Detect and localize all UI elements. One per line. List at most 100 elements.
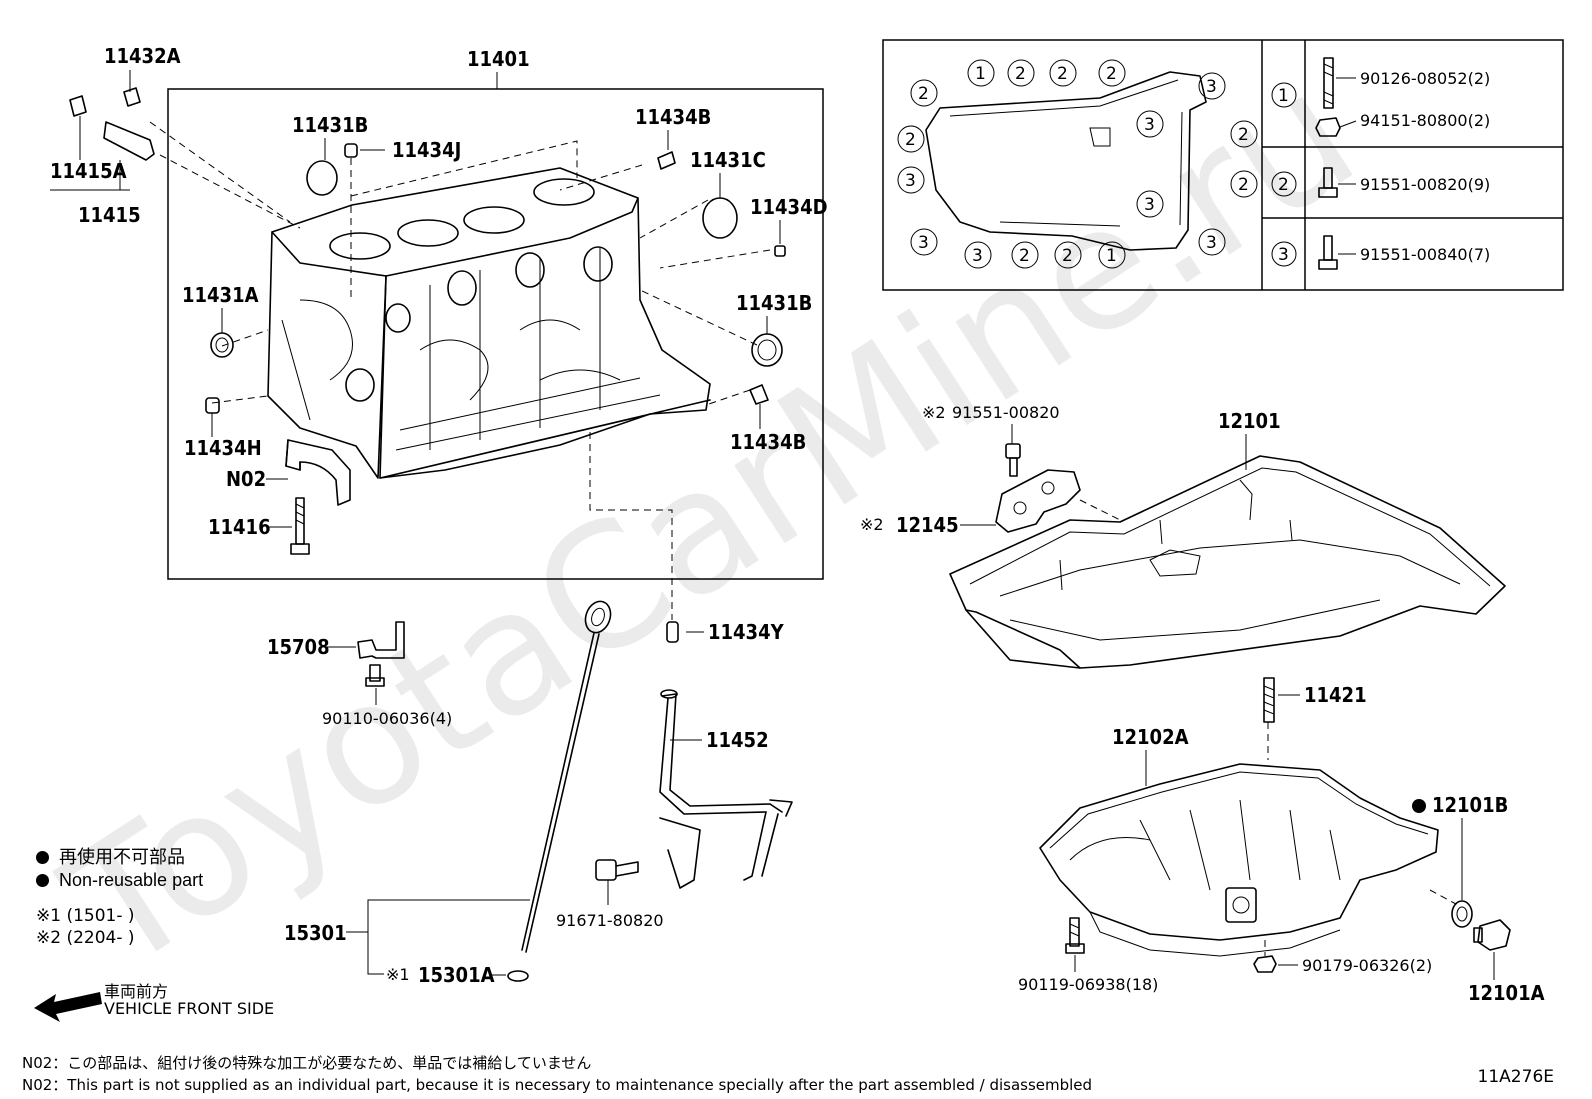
- direction-en: VEHICLE FRONT SIDE: [104, 999, 275, 1018]
- callout-12101A[interactable]: 12101A: [1468, 981, 1545, 1005]
- bolt-icon-3: [1318, 235, 1338, 270]
- bolt-91551-12145[interactable]: [1005, 443, 1021, 477]
- footnote-jp: N02：この部品は、組付け後の特殊な加工が必要なため、単品では補給していません: [22, 1054, 592, 1072]
- plug-11431C[interactable]: [702, 197, 738, 239]
- svg-text:3: 3: [972, 246, 983, 266]
- callout-11434H[interactable]: 11434H: [184, 436, 262, 460]
- svg-text:2: 2: [918, 84, 929, 104]
- direction-jp: 車両前方: [104, 982, 169, 1001]
- plug-11431B-right[interactable]: [751, 333, 783, 367]
- bearing-cap[interactable]: [285, 439, 351, 506]
- front-arrow-icon: [34, 992, 102, 1022]
- callout-12101[interactable]: 12101: [1218, 409, 1281, 433]
- legend-jp: 再使用不可部品: [36, 843, 185, 869]
- svg-text:3: 3: [1206, 77, 1217, 97]
- plug-11431B-top[interactable]: [306, 160, 338, 196]
- footnote-en: N02：This part is not supplied as an indi…: [22, 1076, 1093, 1094]
- callout-11415A[interactable]: 11415A: [50, 159, 127, 183]
- non-reusable-dot: [36, 851, 49, 864]
- oil-pan-lower[interactable]: [1039, 763, 1439, 957]
- pin-11434H[interactable]: [205, 397, 220, 414]
- callout-11434B-top[interactable]: 11434B: [635, 105, 711, 129]
- oil-pan-upper[interactable]: [949, 455, 1506, 669]
- callout-90119-06938[interactable]: 90119-06938(18): [1018, 975, 1158, 994]
- table-part-1a[interactable]: 90126-08052(2): [1360, 69, 1490, 88]
- callout-11434D[interactable]: 11434D: [750, 195, 828, 219]
- svg-text:3: 3: [905, 171, 916, 191]
- pin-11434B-bottom[interactable]: [749, 384, 769, 405]
- marker-note1: ※1: [386, 965, 410, 984]
- callout-12145[interactable]: 12145: [896, 513, 959, 537]
- callout-11434J[interactable]: 11434J: [392, 138, 461, 162]
- dipstick-guide[interactable]: [659, 689, 793, 889]
- callout-91551-00820[interactable]: 91551-00820: [952, 403, 1060, 422]
- table-part-1b[interactable]: 94151-80800(2): [1360, 111, 1490, 130]
- svg-text:1: 1: [1106, 246, 1117, 266]
- callout-90179-06326[interactable]: 90179-06326(2): [1302, 956, 1432, 975]
- pin-11434D[interactable]: [774, 245, 786, 257]
- dipstick[interactable]: [507, 598, 615, 982]
- pin-11434J[interactable]: [344, 143, 358, 158]
- callout-11431C[interactable]: 11431C: [690, 148, 766, 172]
- diagram-code: 11A276E: [1477, 1067, 1554, 1087]
- table-part-2[interactable]: 91551-00820(9): [1360, 175, 1490, 194]
- legend-note1: ※1 (1501- ): [36, 906, 135, 926]
- callout-12101B[interactable]: 12101B: [1432, 793, 1508, 817]
- marker-note2-bracket: ※2: [860, 515, 884, 534]
- svg-text:2: 2: [1106, 64, 1117, 84]
- cylinder-block[interactable]: [267, 167, 711, 479]
- callout-N02[interactable]: N02: [226, 467, 266, 491]
- non-reusable-dot-12101B: [1412, 799, 1426, 813]
- callout-11434B-bottom[interactable]: 11434B: [730, 430, 806, 454]
- svg-text:2: 2: [905, 130, 916, 150]
- callout-12102A[interactable]: 12102A: [1112, 725, 1189, 749]
- bracket-15708[interactable]: [357, 621, 405, 687]
- bolt-layout-box: [882, 39, 1564, 291]
- callout-15301A[interactable]: 15301A: [418, 963, 495, 987]
- legend-note2: ※2 (2204- ): [36, 928, 135, 948]
- bolt-90119[interactable]: [1065, 917, 1085, 954]
- callout-11431B-right[interactable]: 11431B: [736, 291, 812, 315]
- svg-text:2: 2: [1015, 64, 1026, 84]
- callout-90110-06036[interactable]: 90110-06036(4): [322, 709, 452, 728]
- pin-11434Y[interactable]: [666, 621, 679, 643]
- bolt-icon-2: [1318, 167, 1338, 198]
- block-frame: [167, 88, 824, 580]
- callout-15301[interactable]: 15301: [284, 921, 347, 945]
- non-reusable-dot: [36, 874, 49, 887]
- marker-note2-top: ※2: [922, 403, 946, 422]
- svg-text:2: 2: [1238, 175, 1249, 195]
- oil-jet[interactable]: [69, 87, 155, 161]
- table-symbol-3: 3: [1278, 245, 1289, 265]
- callout-11434Y[interactable]: 11434Y: [708, 620, 785, 644]
- callout-11431A[interactable]: 11431A: [182, 283, 259, 307]
- callout-11401[interactable]: 11401: [467, 47, 530, 71]
- gasket-12101B[interactable]: [1451, 900, 1473, 928]
- bolt-91671[interactable]: [595, 859, 639, 881]
- seal-11431A[interactable]: [210, 332, 234, 358]
- stud-11421[interactable]: [1263, 677, 1275, 723]
- callout-91671-80820[interactable]: 91671-80820: [556, 911, 664, 930]
- callout-11431B-top[interactable]: 11431B: [292, 113, 368, 137]
- callout-11415[interactable]: 11415: [78, 203, 141, 227]
- svg-text:2: 2: [1062, 246, 1073, 266]
- bracket-12145[interactable]: [995, 469, 1081, 533]
- callout-11421[interactable]: 11421: [1304, 683, 1367, 707]
- nut-90179[interactable]: [1253, 955, 1277, 973]
- callout-15708[interactable]: 15708: [267, 635, 330, 659]
- pin-11434B-top[interactable]: [657, 151, 676, 170]
- table-part-3[interactable]: 91551-00840(7): [1360, 245, 1490, 264]
- svg-text:3: 3: [1206, 233, 1217, 253]
- svg-text:3: 3: [918, 233, 929, 253]
- drain-plug-12101A[interactable]: [1473, 919, 1511, 951]
- svg-text:1: 1: [975, 64, 986, 84]
- svg-text:3: 3: [1144, 115, 1155, 135]
- pan-bolt-layout: [925, 71, 1207, 251]
- callout-11416[interactable]: 11416: [208, 515, 271, 539]
- callout-11452[interactable]: 11452: [706, 728, 769, 752]
- callout-11432A[interactable]: 11432A: [104, 44, 181, 68]
- main-bolt[interactable]: [290, 497, 310, 555]
- stud-icon: [1323, 57, 1334, 109]
- table-symbol-1: 1: [1278, 86, 1289, 106]
